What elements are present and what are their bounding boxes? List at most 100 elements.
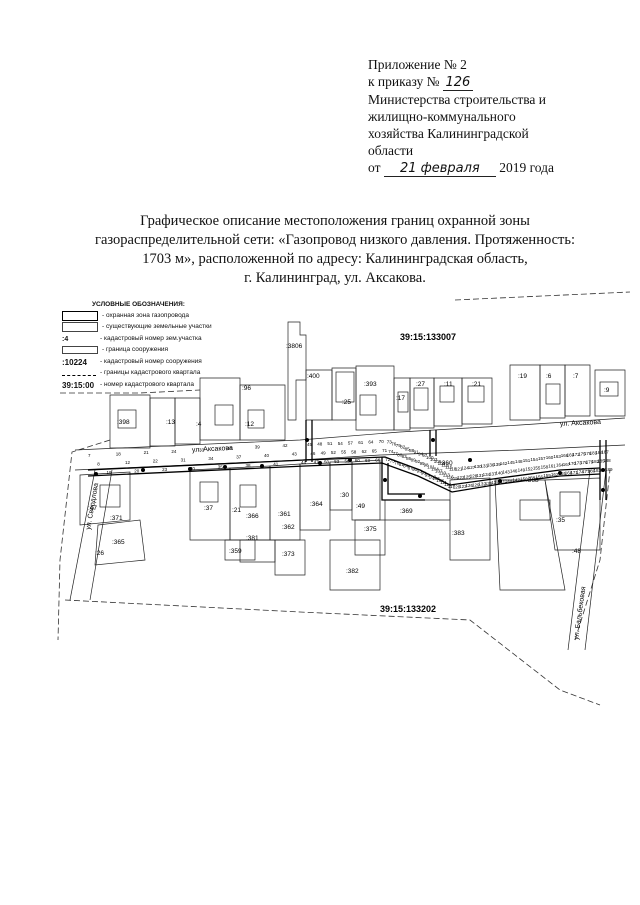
point-number: 181 — [590, 450, 598, 455]
point-number: 157 — [538, 456, 546, 461]
parcel-labels: :3806:400:393:25:17:27:11:21:19:6:7:9:96… — [88, 343, 610, 575]
parcel-label: :35 — [556, 517, 565, 524]
point-number: 176 — [580, 460, 588, 465]
point-number: 74 — [388, 449, 394, 454]
parcel-label: :6 — [546, 373, 552, 380]
point-number: 151 — [523, 458, 531, 463]
point-number: 142 — [500, 461, 508, 466]
point-number: 47 — [314, 460, 320, 465]
parcel-label: :25 — [342, 399, 351, 406]
point-number: 80 — [397, 453, 403, 458]
point-number: 173 — [574, 461, 582, 466]
point-number: 19 — [107, 470, 113, 475]
point-number: 168 — [565, 471, 573, 476]
point-number: 110 — [439, 470, 447, 475]
point-number: 153 — [528, 475, 536, 480]
point-number: 51 — [327, 441, 333, 446]
point-number: 174 — [576, 470, 584, 475]
parcel-label: :7 — [573, 373, 579, 380]
point-number: 182 — [592, 459, 600, 464]
legend-symbol-quarter-boundary — [62, 371, 96, 376]
point-number: 102 — [429, 474, 437, 479]
point-number: 50 — [324, 459, 330, 464]
point-number: 99 — [425, 472, 431, 477]
point-number: 83 — [402, 454, 408, 459]
parcel-label: :369 — [400, 508, 413, 515]
parcel-label: :12 — [245, 421, 254, 428]
legend-symbol-structure — [62, 346, 98, 355]
point-number: 106 — [434, 459, 442, 464]
point-number: 71 — [382, 448, 388, 453]
point-number: 127 — [468, 465, 476, 470]
parcel-label: :375 — [364, 526, 377, 533]
point-number: 115 — [445, 465, 453, 470]
legend-symbol-parcel-number: :4 — [62, 335, 69, 343]
point-number: 118 — [449, 467, 457, 472]
point-number: 62 — [362, 449, 368, 454]
parcel-label: :400 — [307, 373, 320, 380]
parcel-label: :9 — [604, 387, 610, 394]
legend-symbol-quarter-number: 39:15:00 — [62, 380, 95, 390]
point-number: 175 — [578, 451, 586, 456]
point-number: 8 — [97, 462, 100, 467]
date-line: от 21 февраля 2019 года — [368, 160, 555, 177]
point-number: 145 — [507, 460, 515, 465]
parcel-label: :49 — [356, 503, 365, 510]
point-number: 33 — [199, 447, 205, 452]
point-number: 134 — [483, 472, 491, 477]
point-number: 75 — [390, 459, 396, 464]
point-number: 135 — [485, 481, 493, 486]
point-number: 147 — [512, 477, 520, 482]
point-number: 183 — [594, 468, 602, 473]
point-number: 37 — [236, 455, 242, 460]
quarter-boundary — [57, 291, 631, 706]
point-number: 87 — [408, 465, 414, 470]
point-number: 119 — [451, 476, 459, 481]
parcel-label: :3806 — [286, 343, 303, 350]
point-number: 139 — [493, 462, 501, 467]
point-number: 95 — [420, 461, 426, 466]
point-number: 90 — [412, 467, 418, 472]
point-number: 97 — [422, 453, 428, 458]
parcel-label: :393 — [364, 381, 377, 388]
point-number: 170 — [569, 461, 577, 466]
parcel-label: :19 — [518, 373, 527, 380]
point-number: 111 — [440, 480, 447, 485]
point-number: 70 — [379, 439, 385, 444]
legend-item: - охранная зона газопровода — [62, 310, 212, 322]
legend-item: - границы кадастрового квартала — [62, 368, 212, 380]
title-line: 1703 м», расположенной по адресу: Калини… — [142, 251, 528, 267]
parcel-label: :383 — [452, 530, 465, 537]
point-number: 86 — [406, 456, 412, 461]
point-number: 143 — [502, 470, 510, 475]
point-number: 79 — [396, 443, 402, 448]
point-number: 49 — [321, 450, 327, 455]
point-number: 40 — [264, 453, 270, 458]
parcel-label: :26 — [95, 550, 104, 557]
point-number: 107 — [435, 469, 443, 474]
point-number: 108 — [436, 478, 444, 483]
point-number: 96 — [421, 471, 427, 476]
point-number: 128 — [470, 474, 478, 479]
parcel-label: :382 — [346, 568, 359, 575]
point-number: 89 — [411, 458, 417, 463]
point-number: 124 — [461, 466, 469, 471]
point-number: 179 — [586, 460, 594, 465]
point-number: 178 — [584, 451, 592, 456]
parcel-label: :365 — [112, 539, 125, 546]
point-number: 73 — [387, 440, 393, 445]
point-number: 22 — [153, 459, 159, 464]
point-number: 41 — [273, 462, 279, 467]
point-number: 150 — [520, 476, 528, 481]
parcel-label: :11 — [444, 381, 453, 388]
legend-heading: УСЛОВНЫЕ ОБОЗНАЧЕНИЯ: — [92, 301, 185, 308]
parcel-label: :373 — [282, 551, 295, 558]
point-number: 93 — [417, 469, 423, 474]
point-number: 57 — [348, 440, 354, 445]
point-number: 121 — [455, 466, 463, 471]
point-number: 189 — [605, 467, 613, 472]
street-label-aksakova-east: ул. Аксакова — [560, 419, 602, 428]
parcel-label: :13 — [166, 419, 175, 426]
point-number: 122 — [457, 475, 465, 480]
